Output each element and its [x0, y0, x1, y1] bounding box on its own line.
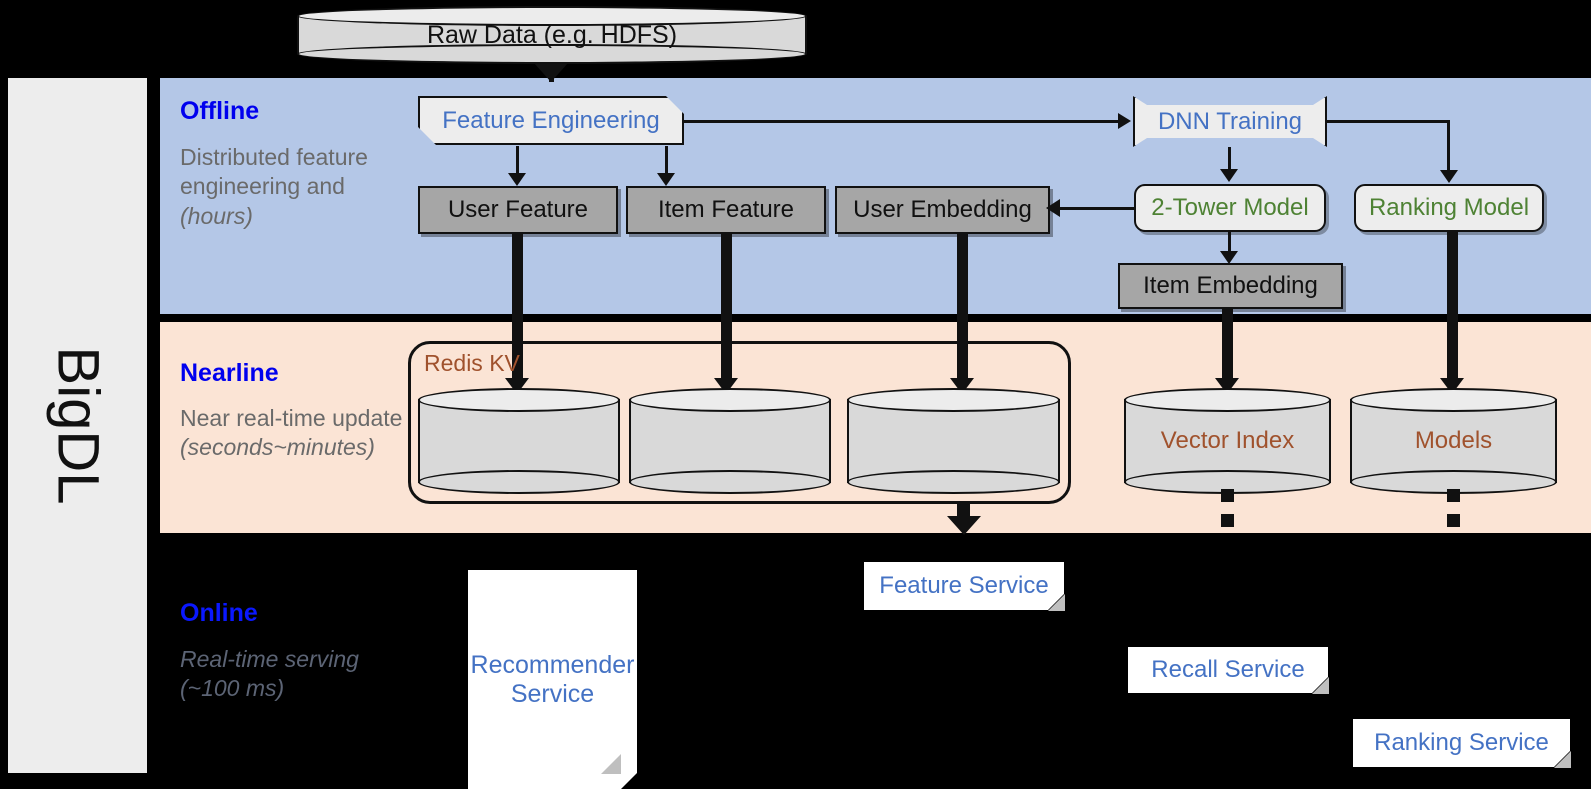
band-subtitle-nearline: Near real-time update (seconds~minutes) — [180, 404, 415, 463]
node-ranking-service-label: Ranking Service — [1374, 729, 1549, 756]
pipe-userfeature-kv1 — [512, 234, 523, 384]
edge-featureeng-dnn — [684, 120, 1118, 123]
arrowhead-rawdata-featureeng — [534, 63, 568, 82]
edge-featureeng-itemfeature — [665, 146, 668, 176]
connector-stub-vectorindex-a — [1221, 489, 1234, 502]
arrowhead-twotower-itemembedding — [1220, 251, 1238, 264]
cylinder-top — [847, 388, 1060, 412]
bigdl-label: BigDL — [8, 78, 147, 773]
cylinder-body — [1124, 399, 1331, 483]
cylinder-top — [629, 388, 831, 412]
cylinder-kv-store-1[interactable] — [418, 388, 620, 494]
connector-stub-vectorindex-b — [1221, 514, 1234, 527]
node-user-embedding[interactable]: User Embedding — [835, 186, 1050, 234]
node-user-embedding-label: User Embedding — [853, 196, 1032, 224]
arrowhead-dnn-twotower — [1220, 169, 1238, 182]
node-recall-service-label: Recall Service — [1151, 656, 1305, 683]
node-item-feature[interactable]: Item Feature — [626, 186, 826, 234]
node-item-feature-label: Item Feature — [657, 196, 795, 224]
edge-dnn-rankingmodel-h — [1327, 120, 1450, 123]
pipe-userembedding-kv3 — [957, 234, 968, 384]
edge-dnn-rankingmodel-v — [1447, 120, 1450, 172]
band-subtitle-online-text: Real-time serving — [180, 646, 359, 672]
cylinder-bottom — [418, 470, 620, 494]
cylinder-bottom — [847, 470, 1060, 494]
cylinder-top — [297, 6, 807, 26]
edge-twotower-userembedding — [1054, 207, 1136, 210]
cylinder-body — [629, 399, 831, 483]
arrowhead-featureeng-itemfeature — [657, 173, 675, 186]
band-title-nearline: Nearline — [180, 359, 279, 387]
cylinder-bottom — [629, 470, 831, 494]
cylinder-body — [418, 399, 620, 483]
node-user-feature-label: User Feature — [447, 196, 589, 224]
edge-dnn-twotower — [1228, 147, 1231, 171]
node-recall-service[interactable]: Recall Service — [1128, 647, 1328, 693]
cylinder-kv-store-1-label — [418, 388, 620, 494]
cylinder-body — [1350, 399, 1557, 483]
cylinder-kv-store-3[interactable] — [847, 388, 1060, 494]
pipe-itemembedding-vectorindex — [1222, 309, 1233, 384]
cylinder-kv-store-2[interactable] — [629, 388, 831, 494]
pipe-rankingmodel-models — [1447, 232, 1458, 384]
cylinder-vector-index[interactable]: Vector Index — [1124, 388, 1331, 494]
band-subtitle-offline: Distributed feature engineering and (hou… — [180, 143, 415, 231]
node-user-feature[interactable]: User Feature — [418, 186, 618, 234]
arrowhead-dnn-rankingmodel — [1440, 170, 1458, 183]
band-subtitle-online-italic: (~100 ms) — [180, 675, 285, 702]
cylinder-kv-store-2-label — [629, 388, 831, 494]
node-ranking-model-label: Ranking Model — [1368, 194, 1530, 222]
cylinder-top — [1350, 388, 1557, 412]
redis-kv-group — [408, 341, 1071, 504]
redis-kv-label: Redis KV — [424, 350, 520, 376]
node-feature-engineering-label: Feature Engineering — [442, 106, 660, 134]
raw-data-cylinder: Raw Data (e.g. HDFS) — [297, 6, 807, 64]
node-feature-service[interactable]: Feature Service — [864, 562, 1064, 610]
arrowhead-featureeng-dnn — [1118, 113, 1131, 129]
connector-stub-models-a — [1447, 489, 1460, 502]
node-recommender-service[interactable]: Recommender Service — [468, 570, 637, 789]
node-dnn-training-label: DNN Training — [1157, 107, 1303, 135]
band-title-offline: Offline — [180, 97, 260, 125]
arrowhead-redis-featureservice — [947, 516, 981, 535]
arrowhead-twotower-userembedding — [1046, 199, 1060, 217]
pipe-itemfeature-kv2 — [721, 234, 732, 384]
cylinder-top — [418, 388, 620, 412]
cylinder-top — [1124, 388, 1331, 412]
node-item-embedding-label: Item Embedding — [1143, 272, 1318, 300]
node-recommender-service-label: Recommender Service — [470, 650, 635, 708]
connector-stub-redis-featureservice — [957, 503, 970, 516]
cylinder-models[interactable]: Models — [1350, 388, 1557, 494]
node-feature-engineering[interactable]: Feature Engineering — [418, 96, 684, 145]
band-subtitle-online: Real-time serving (~100 ms) — [180, 645, 415, 704]
band-subtitle-nearline-text: Near real-time update — [180, 405, 403, 431]
cylinder-body — [847, 399, 1060, 483]
band-subtitle-offline-italic: (hours) — [180, 202, 253, 229]
cylinder-vector-index-label: Vector Index — [1160, 427, 1295, 454]
node-two-tower-model[interactable]: 2-Tower Model — [1134, 184, 1326, 232]
raw-data-label: Raw Data (e.g. HDFS) — [426, 20, 678, 49]
band-subtitle-offline-text: Distributed feature engineering and — [180, 144, 368, 200]
edge-featureeng-userfeature — [516, 146, 519, 176]
node-ranking-service[interactable]: Ranking Service — [1353, 719, 1570, 767]
arrowhead-featureeng-userfeature — [508, 173, 526, 186]
bigdl-label-text: BigDL — [45, 346, 111, 505]
connector-stub-models-b — [1447, 514, 1460, 527]
node-ranking-model[interactable]: Ranking Model — [1354, 184, 1544, 232]
node-feature-service-label: Feature Service — [879, 572, 1049, 599]
cylinder-kv-store-3-label — [847, 388, 1060, 494]
cylinder-models-label: Models — [1414, 427, 1493, 454]
band-subtitle-nearline-italic: (seconds~minutes) — [180, 434, 375, 461]
node-item-embedding[interactable]: Item Embedding — [1118, 263, 1343, 309]
band-title-online: Online — [180, 599, 258, 627]
node-two-tower-model-label: 2-Tower Model — [1151, 194, 1309, 222]
edge-twotower-itemembedding — [1228, 232, 1231, 254]
bigdl-rail — [8, 78, 147, 773]
